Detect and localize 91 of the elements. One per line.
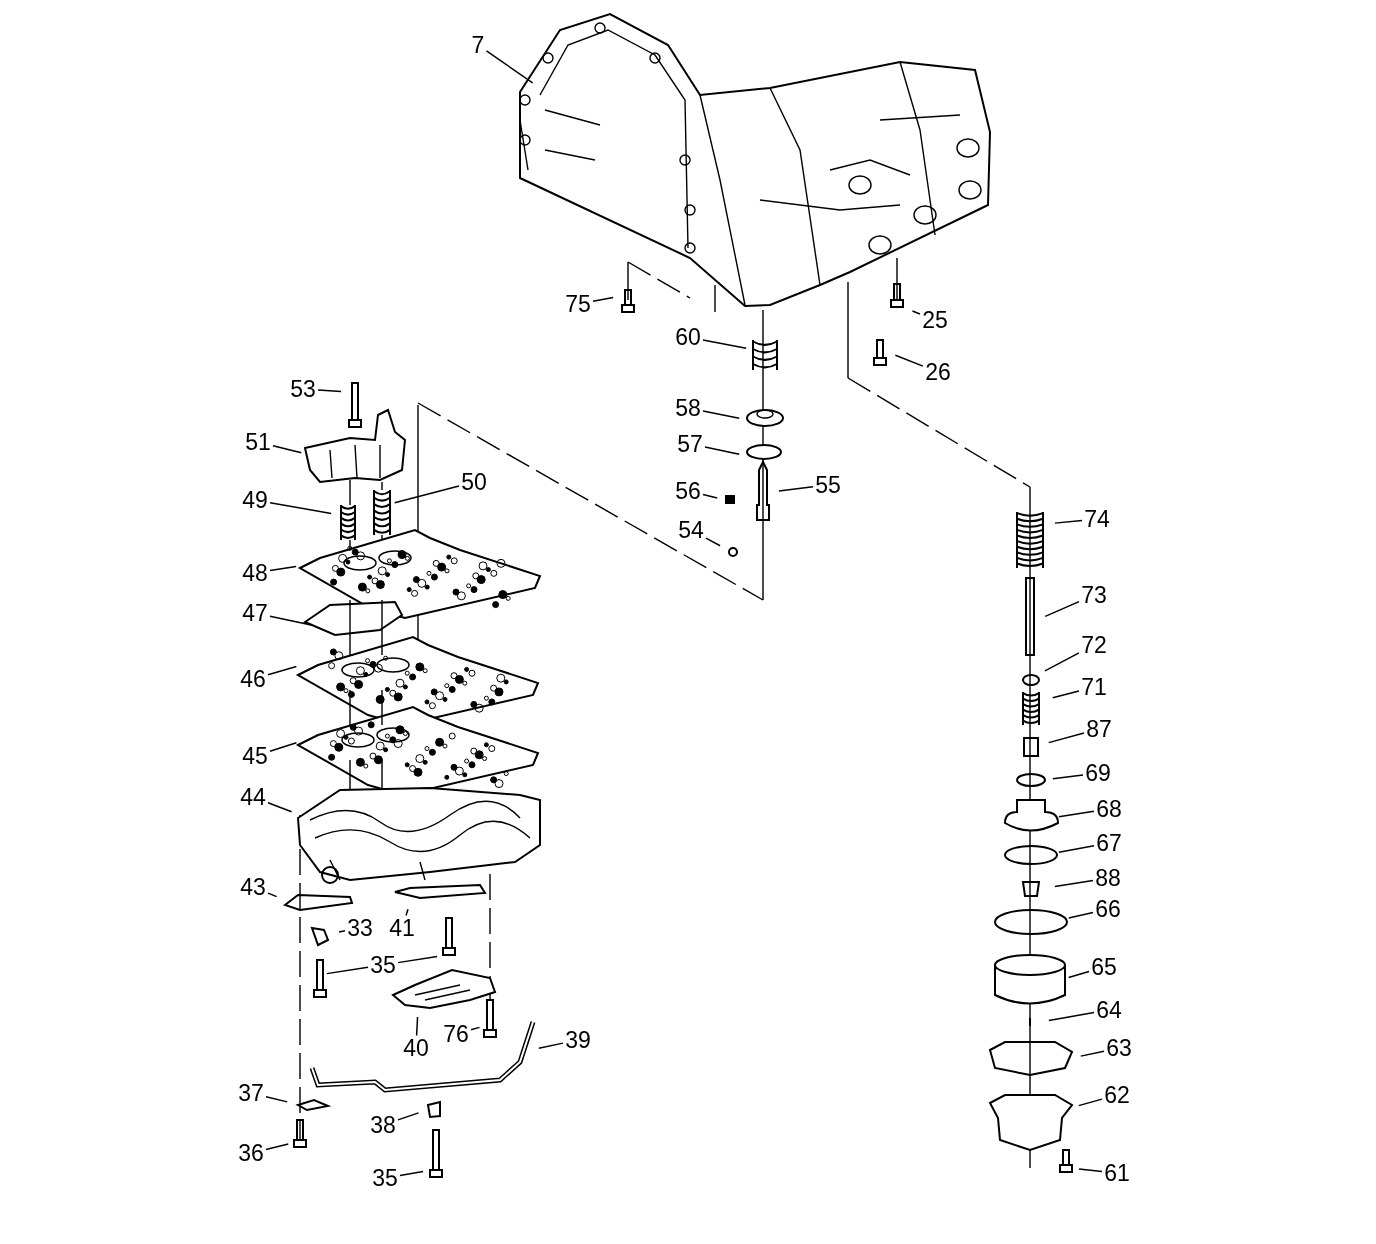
callout-number: 55 xyxy=(813,472,843,498)
leader-line xyxy=(470,1026,481,1031)
leader-line xyxy=(702,493,718,499)
leader-line xyxy=(1080,1050,1105,1057)
callout-number: 87 xyxy=(1084,716,1114,742)
leader-line xyxy=(1058,810,1095,818)
callout-number: 45 xyxy=(240,743,270,769)
leader-line xyxy=(267,892,278,898)
callout-number: 88 xyxy=(1093,865,1123,891)
leader-line xyxy=(1052,774,1084,780)
leader-line xyxy=(1047,732,1085,744)
leader-line xyxy=(1058,845,1095,854)
callout-number: 25 xyxy=(920,307,950,333)
leader-line xyxy=(269,565,297,572)
callout-number: 51 xyxy=(243,429,273,455)
callout-number: 63 xyxy=(1104,1035,1134,1061)
leader-line xyxy=(397,955,438,964)
callout-number: 46 xyxy=(238,666,268,692)
leader-line xyxy=(702,339,747,350)
leader-line xyxy=(705,537,721,547)
leader-line xyxy=(1051,690,1080,699)
leader-line xyxy=(1068,911,1094,919)
callout-number: 40 xyxy=(401,1035,431,1061)
callout-number: 75 xyxy=(563,291,593,317)
callout-number: 44 xyxy=(238,784,268,810)
callout-number: 64 xyxy=(1094,997,1124,1023)
leader-line xyxy=(267,665,298,676)
callout-number: 66 xyxy=(1093,896,1123,922)
callout-number: 50 xyxy=(459,469,489,495)
leader-line xyxy=(704,446,740,455)
leader-line xyxy=(485,50,534,84)
callout-number: 62 xyxy=(1102,1082,1132,1108)
leader-line xyxy=(326,966,369,975)
leader-line xyxy=(269,501,332,515)
leader-line xyxy=(397,1112,420,1121)
callout-number: 65 xyxy=(1089,954,1119,980)
callout-number: 69 xyxy=(1083,760,1113,786)
leader-line xyxy=(702,410,740,419)
leader-line xyxy=(1077,1098,1103,1107)
callout-number: 48 xyxy=(240,560,270,586)
leader-line xyxy=(265,1095,288,1103)
callout-number: 67 xyxy=(1094,830,1124,856)
callout-number: 56 xyxy=(673,478,703,504)
callout-number: 41 xyxy=(387,915,417,941)
leader-line xyxy=(911,310,921,315)
callout-number: 37 xyxy=(236,1080,266,1106)
callout-number: 35 xyxy=(368,952,398,978)
callout-number: 60 xyxy=(673,324,703,350)
callout-number: 72 xyxy=(1079,632,1109,658)
leader-line xyxy=(538,1042,564,1049)
leader-line xyxy=(778,486,814,492)
callout-number: 73 xyxy=(1079,582,1109,608)
callout-number: 38 xyxy=(368,1112,398,1138)
leader-line xyxy=(1054,879,1094,888)
callout-number: 58 xyxy=(673,395,703,421)
leader-line xyxy=(1078,1168,1103,1173)
callout-number: 36 xyxy=(236,1140,266,1166)
leader-line xyxy=(1048,1011,1095,1022)
callout-number: 61 xyxy=(1102,1160,1132,1186)
callout-number: 26 xyxy=(923,359,953,385)
leader-line xyxy=(1067,970,1090,979)
leader-line xyxy=(1044,600,1080,618)
callout-number: 7 xyxy=(469,32,487,58)
callout-number: 57 xyxy=(675,431,705,457)
leader-line xyxy=(393,485,460,504)
callout-number: 49 xyxy=(240,487,270,513)
callout-number: 39 xyxy=(563,1027,593,1053)
callout-number: 74 xyxy=(1082,506,1112,532)
callout-number: 76 xyxy=(441,1021,471,1047)
leader-line xyxy=(265,1143,289,1151)
callout-number: 68 xyxy=(1094,796,1124,822)
leader-line xyxy=(272,445,302,454)
callout-number: 47 xyxy=(240,600,270,626)
callout-number: 54 xyxy=(676,517,706,543)
leader-line xyxy=(405,908,409,917)
leader-line xyxy=(894,354,924,367)
leader-line xyxy=(592,296,614,302)
leader-line xyxy=(399,1170,424,1177)
callout-number: 71 xyxy=(1079,674,1109,700)
leader-line xyxy=(267,802,293,813)
leader-line xyxy=(338,930,346,933)
leader-line xyxy=(269,742,298,752)
callout-number: 35 xyxy=(370,1165,400,1191)
callout-number: 43 xyxy=(238,874,268,900)
callout-number: 53 xyxy=(288,376,318,402)
leader-line xyxy=(269,615,312,626)
leader-line xyxy=(1054,519,1083,524)
leader-line xyxy=(415,1016,419,1037)
leader-line xyxy=(317,389,342,393)
leader-line xyxy=(1044,652,1080,672)
callout-number: 33 xyxy=(345,915,375,941)
